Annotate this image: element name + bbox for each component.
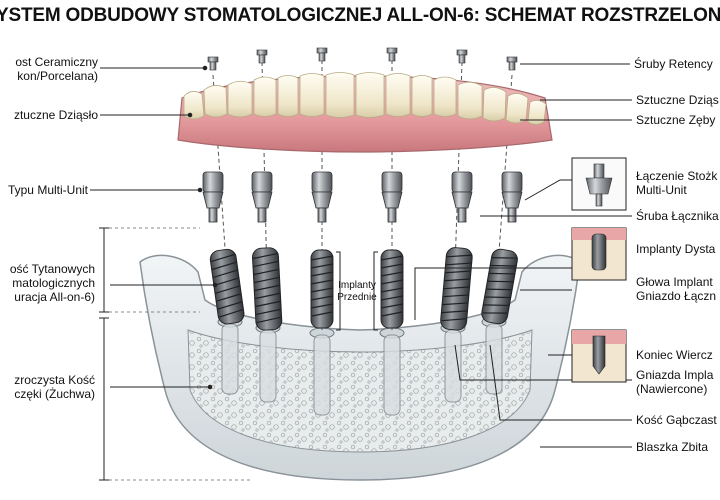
label-jaw-line2: częki (Żuchwa)	[14, 387, 95, 401]
label-artificial-gum-right: Sztuczne Dziąs	[636, 93, 720, 107]
label-cancellous-bone: Kość Gąbczast	[636, 413, 720, 427]
inset-drill-tip	[571, 329, 627, 383]
label-head-line2: Gniazdo Łączn	[636, 289, 717, 303]
inset-connection	[571, 157, 627, 211]
label-teeth-line1: Sztuczne Zęby	[636, 113, 716, 127]
label-rgum-line1: Sztuczne Dziąs	[636, 93, 719, 107]
label-distal-implants: Implanty Dysta	[636, 242, 720, 256]
artificial-teeth	[183, 72, 547, 125]
prosthesis-arch	[177, 72, 553, 153]
label-anterior-line2: Przednie	[337, 292, 377, 303]
label-tip-line1: Koniec Wiercz	[636, 348, 713, 362]
leader-lines-right	[414, 63, 632, 448]
label-distal-line1: Implanty Dysta	[636, 242, 716, 256]
left-dimension-brackets	[99, 227, 250, 481]
label-artificial-teeth: Sztuczne Zęby	[636, 113, 720, 127]
label-socket-line2: (Nawiercone)	[636, 382, 708, 396]
inset-implant-distal	[571, 227, 627, 281]
label-ceramic-line1: ost Ceramiczny	[15, 55, 98, 69]
label-screws-line1: Śruby Retency	[634, 57, 713, 71]
leader-lines-left	[90, 65, 218, 390]
label-anterior-implants: Implanty Przednie	[337, 280, 377, 304]
label-gum-line1: ztuczne Dziąsło	[13, 108, 98, 122]
label-retention-screws: Śruby Retency	[634, 57, 720, 71]
label-transparent-jaw: zroczysta Kość częki (Żuchwa)	[0, 373, 95, 401]
label-ceramic-line2: kon/Porcelana)	[17, 69, 98, 83]
label-connection-line2: Multi-Unit	[636, 183, 687, 197]
label-socket-line1: Gniazda Impla	[636, 368, 714, 382]
label-anterior-line1: Implanty	[338, 280, 376, 291]
label-connection-line1: Łączenie Stożk	[636, 169, 718, 183]
label-ceramic-bridge: ost Ceramiczny kon/Porcelana)	[0, 55, 98, 83]
label-titanium-line2: matologicznych	[12, 276, 95, 290]
label-titanium-line3: uracja All-on-6)	[14, 290, 95, 304]
label-implant-head: Głowa Implant Gniazdo Łączn	[636, 275, 720, 303]
label-connector-screw: Śruba Łącznika	[636, 209, 720, 223]
label-conical-connection: Łączenie Stożk Multi-Unit	[636, 169, 720, 197]
label-implant-sockets: Gniazda Impla (Nawiercone)	[636, 368, 720, 396]
label-titanium-line1: ość Tytanowych	[9, 262, 95, 276]
label-artificial-gum-left: ztuczne Dziąsło	[0, 108, 98, 122]
label-cortical-line1: Blaszka Zbita	[636, 440, 709, 454]
label-drill-tip: Koniec Wiercz	[636, 348, 720, 362]
multi-unit-abutments	[202, 171, 523, 223]
label-multiunit-line1: Typu Multi-Unit	[7, 183, 88, 197]
label-jaw-line1: zroczysta Kość	[14, 373, 95, 387]
anterior-implants-bracket	[336, 251, 378, 331]
retention-screws	[207, 47, 518, 71]
label-cortical-plate: Blaszka Zbita	[636, 440, 720, 454]
label-head-line1: Głowa Implant	[636, 275, 713, 289]
label-multi-unit-type: Typu Multi-Unit	[0, 183, 88, 197]
label-titanium-implants: ość Tytanowych matologicznych uracja All…	[0, 262, 95, 304]
diagram-title: YSTEM ODBUDOWY STOMATOLOGICZNEJ ALL-ON-6…	[0, 5, 720, 26]
label-cancellous-line1: Kość Gąbczast	[636, 413, 717, 427]
label-connscrew-line1: Śruba Łącznika	[636, 209, 719, 223]
